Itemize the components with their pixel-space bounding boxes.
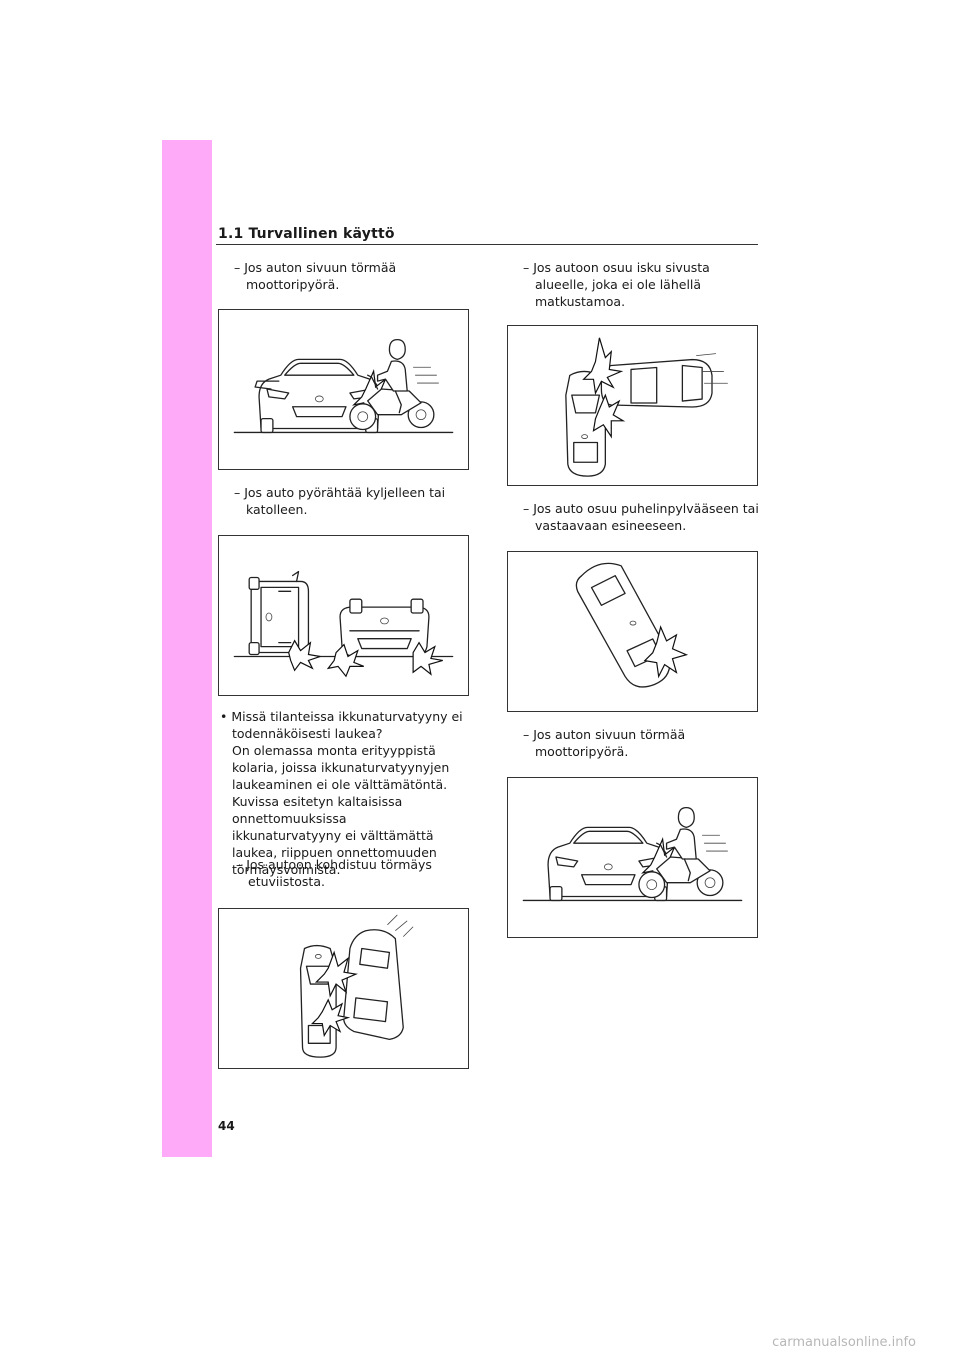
figure-motorcycle-side-impact-2 (507, 777, 758, 938)
left-item-rollover: – Jos auto pyörähtää kyljelleen tai kato… (234, 485, 446, 517)
chapter-tab (162, 140, 212, 1157)
header-rule (216, 244, 758, 245)
bullet-body: On olemassa monta erityyppistä kolaria, … (232, 743, 450, 877)
figure-motorcycle-side-impact (218, 309, 469, 470)
figure-pole-impact (507, 551, 758, 712)
page-number: 44 (218, 1119, 235, 1133)
right-item-pole-impact: – Jos auto osuu puhelinpylvääseen tai va… (523, 501, 759, 533)
figure-oblique-impact (218, 908, 469, 1069)
bullet-question: • Missä tilanteissa ikkunaturvatyyny ei … (220, 709, 463, 741)
right-item-motorcycle: – Jos auton sivuun törmää moottoripyörä. (523, 727, 686, 759)
watermark: carmanualsonline.info (772, 1335, 916, 1350)
figure-rollover (218, 535, 469, 696)
section-title: 1.1 Turvallinen käyttö (218, 226, 395, 242)
right-item-side-impact: – Jos autoon osuu isku sivusta alueelle,… (523, 260, 710, 309)
figure-side-impact (507, 325, 758, 486)
left-item-motorcycle: – Jos auton sivuun törmää moottoripyörä. (234, 260, 397, 292)
left-item-oblique-impact: – Jos autoon kohdistuu törmäys etuviisto… (236, 857, 432, 889)
